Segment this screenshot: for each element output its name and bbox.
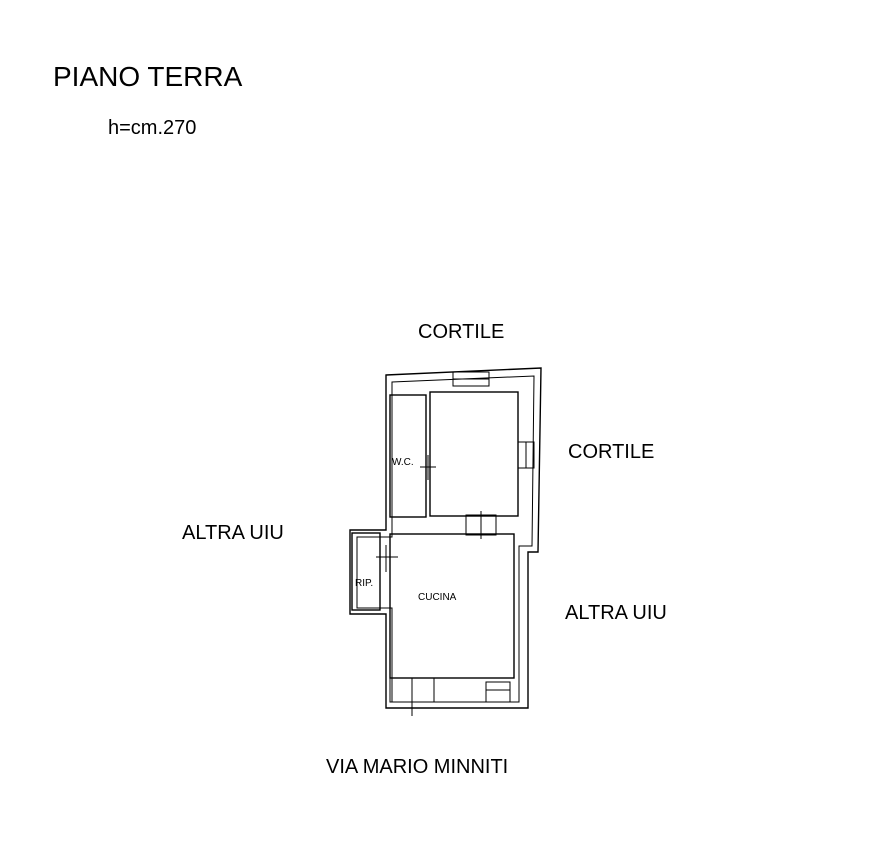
wc-room: [389, 394, 427, 518]
kitchen-room: [389, 533, 515, 679]
outer-wall: [349, 367, 542, 709]
ceiling-height-note: h=cm.270: [108, 117, 197, 139]
label-altra-uiu-west: ALTRA UIU: [182, 522, 284, 544]
upper-room: [429, 391, 519, 517]
room-label-storage: RIP.: [355, 578, 373, 589]
label-cortile-east: CORTILE: [568, 441, 655, 463]
label-cortile-north: CORTILE: [418, 321, 505, 343]
room-label-kitchen: CUCINA: [418, 592, 457, 603]
room-label-wc: W.C.: [392, 457, 414, 468]
openings: [376, 371, 535, 716]
plan-title: PIANO TERRA: [53, 61, 243, 92]
label-altra-uiu-east: ALTRA UIU: [565, 602, 667, 624]
inner-wall: [356, 375, 535, 703]
label-street: VIA MARIO MINNITI: [326, 756, 509, 778]
storage-room: [351, 532, 381, 611]
